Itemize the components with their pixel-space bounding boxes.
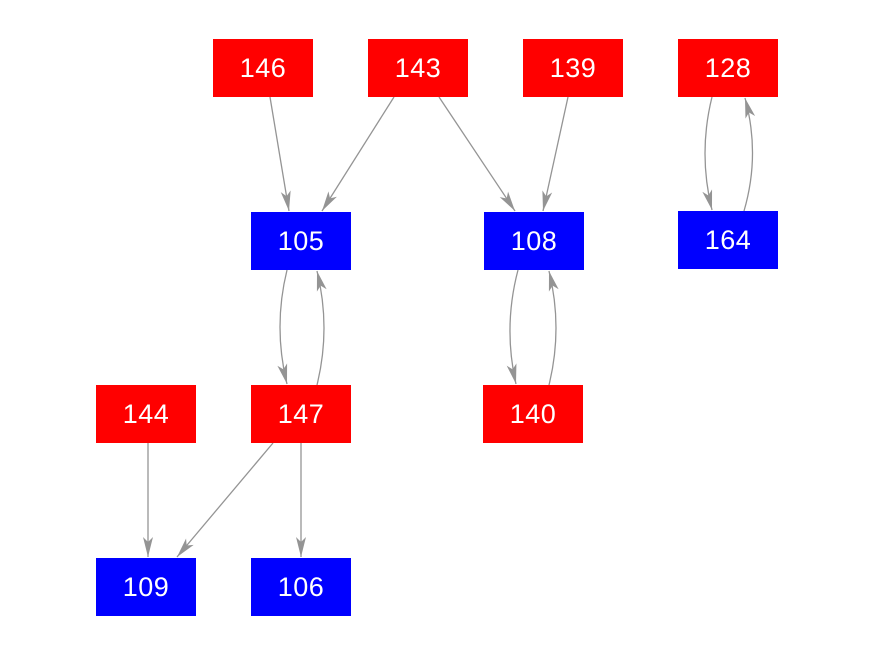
node-108: 108 bbox=[484, 212, 584, 270]
node-106: 106 bbox=[251, 558, 351, 616]
node-label: 143 bbox=[394, 52, 442, 83]
node-label: 147 bbox=[277, 398, 325, 429]
node-144: 144 bbox=[96, 385, 196, 443]
edge-108-to-140 bbox=[506, 269, 519, 385]
node-109: 109 bbox=[96, 558, 196, 616]
edge-143-to-105 bbox=[321, 96, 395, 212]
node-105: 105 bbox=[251, 212, 351, 270]
edge-147-to-109 bbox=[176, 442, 274, 558]
edge-147-to-105 bbox=[316, 270, 327, 386]
node-label: 164 bbox=[704, 224, 752, 255]
node-label: 105 bbox=[277, 225, 325, 256]
node-label: 146 bbox=[239, 52, 287, 83]
edge-164-to-128 bbox=[743, 97, 756, 212]
node-label: 144 bbox=[122, 398, 170, 429]
node-label: 109 bbox=[122, 571, 170, 602]
node-label: 140 bbox=[509, 398, 557, 429]
node-140: 140 bbox=[483, 385, 583, 443]
node-164: 164 bbox=[678, 211, 778, 269]
edge-143-to-108 bbox=[438, 96, 516, 212]
node-147: 147 bbox=[251, 385, 351, 443]
edge-paths-group bbox=[143, 96, 756, 558]
node-label: 106 bbox=[277, 571, 325, 602]
edge-105-to-147 bbox=[277, 269, 288, 385]
node-label: 139 bbox=[549, 52, 597, 83]
node-label: 128 bbox=[704, 52, 752, 83]
edge-128-to-164 bbox=[702, 96, 713, 211]
node-139: 139 bbox=[523, 39, 623, 97]
node-label: 108 bbox=[510, 225, 558, 256]
edge-140-to-108 bbox=[548, 270, 559, 386]
node-143: 143 bbox=[368, 39, 468, 97]
edge-139-to-108 bbox=[542, 96, 569, 212]
node-146: 146 bbox=[213, 39, 313, 97]
edge-146-to-105 bbox=[269, 96, 291, 212]
node-128: 128 bbox=[678, 39, 778, 97]
